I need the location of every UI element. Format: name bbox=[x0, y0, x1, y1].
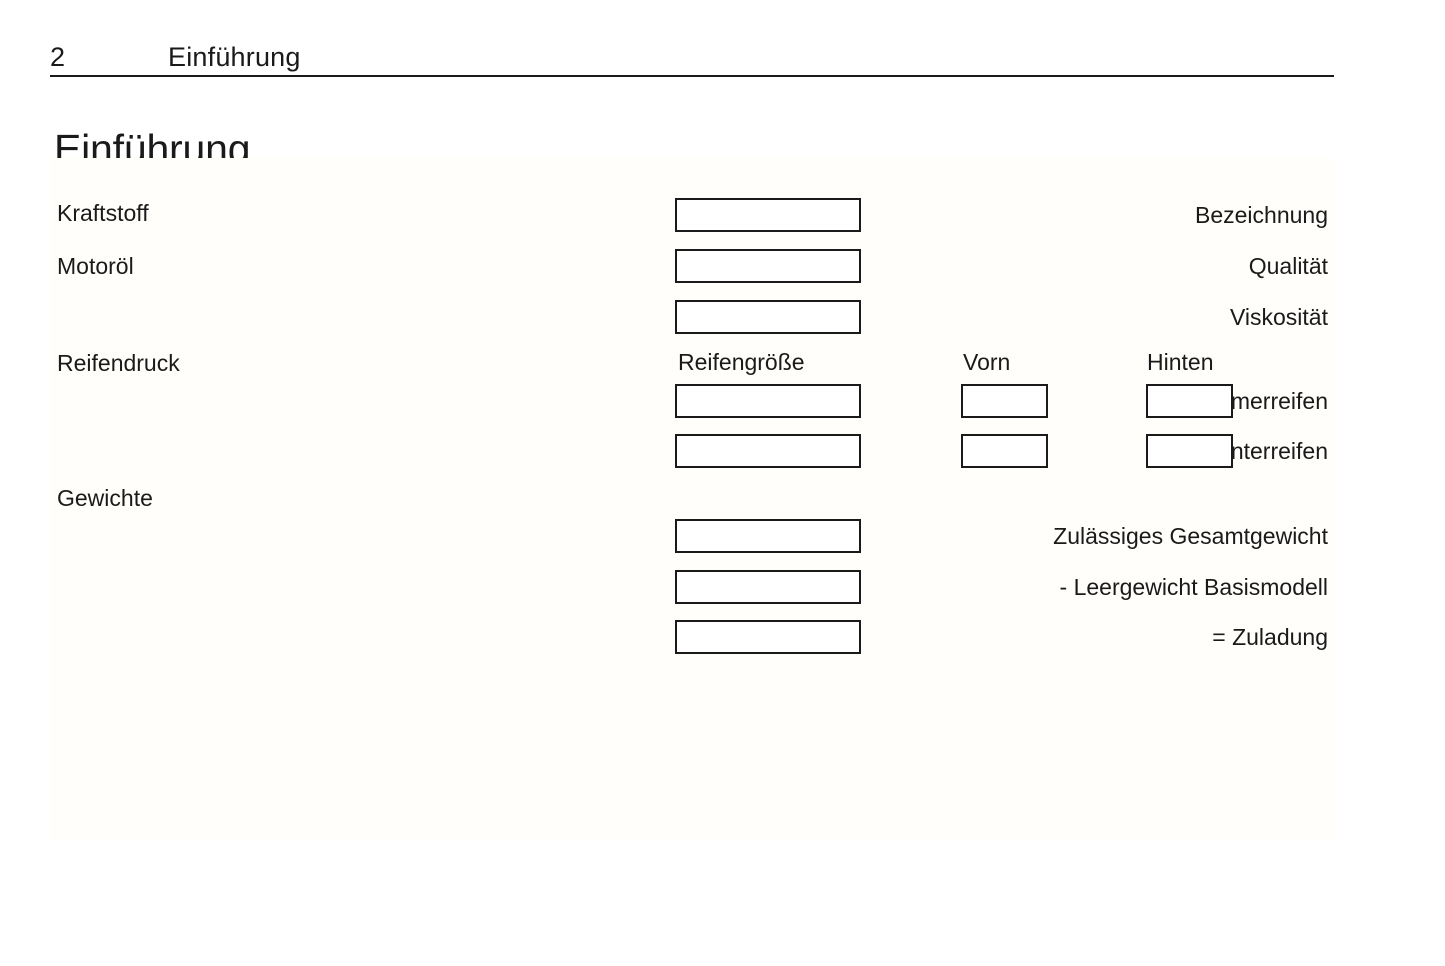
column-header-front: Vorn bbox=[963, 349, 1011, 375]
field-input-box-wide[interactable] bbox=[675, 300, 861, 334]
field-input-box-rear[interactable] bbox=[1146, 434, 1233, 468]
form-row: Qualität bbox=[50, 249, 1335, 283]
page-number: 2 bbox=[50, 42, 66, 72]
field-label: Qualität bbox=[1248, 253, 1328, 279]
field-input-box-wide[interactable] bbox=[675, 249, 861, 283]
field-input-box-rear[interactable] bbox=[1146, 384, 1233, 418]
field-input-box-wide[interactable] bbox=[675, 434, 861, 468]
section-label-motoroel: Motoröl bbox=[57, 253, 134, 279]
form-row: Winterreifen bbox=[50, 434, 1335, 468]
field-input-box-wide[interactable] bbox=[675, 198, 861, 232]
header-chapter-title: Einführung bbox=[168, 42, 301, 72]
field-input-box-wide[interactable] bbox=[675, 519, 861, 553]
form-row: - Leergewicht Basismodell bbox=[50, 570, 1335, 604]
form-row: = Zuladung bbox=[50, 620, 1335, 654]
field-input-box-front[interactable] bbox=[961, 434, 1048, 468]
form-row: Sommerreifen bbox=[50, 384, 1335, 418]
field-input-box-wide[interactable] bbox=[675, 384, 861, 418]
field-input-box-wide[interactable] bbox=[675, 620, 861, 654]
field-input-box-wide[interactable] bbox=[675, 570, 861, 604]
field-label: Zulässiges Gesamtgewicht bbox=[1053, 523, 1328, 549]
column-header-size: Reifengröße bbox=[678, 349, 805, 375]
field-label: = Zuladung bbox=[1212, 624, 1328, 650]
column-header-rear: Hinten bbox=[1147, 349, 1214, 375]
form-row: Zulässiges Gesamtgewicht bbox=[50, 519, 1335, 553]
form-row: Bezeichnung bbox=[50, 198, 1335, 232]
field-label: Viskosität bbox=[1229, 304, 1328, 330]
header-divider-rule bbox=[50, 75, 1334, 77]
section-label-reifendruck: Reifendruck bbox=[57, 350, 180, 376]
form-row: Viskosität bbox=[50, 300, 1335, 334]
running-header: 2 Einführung bbox=[50, 40, 1334, 78]
field-label: - Leergewicht Basismodell bbox=[1059, 574, 1328, 600]
section-label-kraftstoff: Kraftstoff bbox=[57, 200, 149, 226]
section-label-gewichte: Gewichte bbox=[57, 485, 153, 511]
field-label: Bezeichnung bbox=[1195, 202, 1328, 228]
field-input-box-front[interactable] bbox=[961, 384, 1048, 418]
